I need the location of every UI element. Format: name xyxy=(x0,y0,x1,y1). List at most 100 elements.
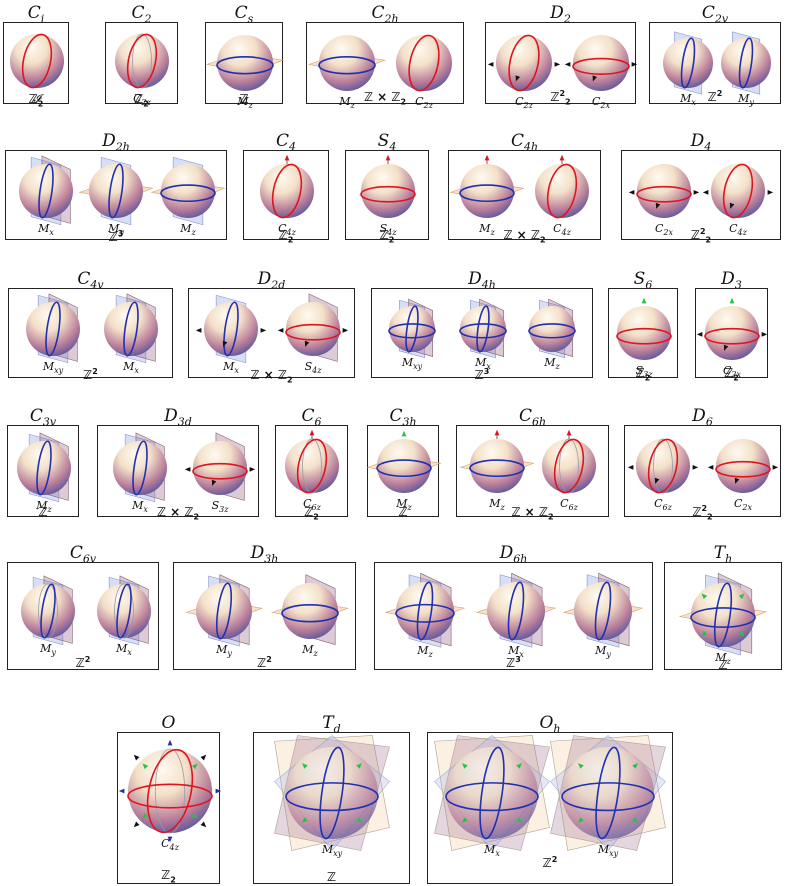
sphere xyxy=(193,441,247,495)
operation-label: C4z xyxy=(161,837,179,853)
operation-label: Mz xyxy=(479,222,495,238)
blue-great-circle xyxy=(561,782,655,812)
operation-label: C6z xyxy=(560,497,578,513)
sphere-diagram xyxy=(434,735,550,851)
sphere-diagram xyxy=(528,298,576,359)
grey-meridian xyxy=(38,583,58,639)
rotation-arrow-icon xyxy=(260,327,267,333)
classification-label: ℤ × ℤ2 xyxy=(250,368,293,385)
rotation-arrow-icon xyxy=(564,61,571,67)
group-title: S6 xyxy=(633,269,653,292)
blue-great-circle xyxy=(285,782,379,812)
sphere-diagram xyxy=(396,34,452,92)
sphere-diagram xyxy=(285,429,339,494)
blue-great-circle xyxy=(395,603,455,623)
operation-label: C4z xyxy=(729,222,747,238)
sphere-diagram xyxy=(663,31,713,95)
sphere-diagram xyxy=(627,438,699,494)
blue-meridian xyxy=(405,305,419,353)
rotation-arrow-icon xyxy=(693,189,700,195)
sphere-diagram xyxy=(360,154,416,218)
sphere xyxy=(10,34,64,88)
rotation-arrow-icon xyxy=(701,593,708,600)
sphere-diagram xyxy=(113,432,167,503)
operation-label: Mx xyxy=(223,360,239,376)
sphere xyxy=(711,164,765,218)
operation-label: C2z xyxy=(415,95,433,111)
blue-great-circle xyxy=(376,459,432,478)
rotation-arrow-icon xyxy=(342,327,349,333)
sphere xyxy=(721,38,771,88)
operation-label: C2z xyxy=(133,92,151,108)
rotation-arrow-icon xyxy=(559,154,565,161)
sphere xyxy=(17,441,71,495)
rotation-arrow-icon xyxy=(401,430,407,437)
operation-label: My xyxy=(595,644,611,660)
rotation-arrow-icon xyxy=(566,429,572,436)
blue-great-circle xyxy=(459,184,515,203)
operation-label: Mx xyxy=(484,843,500,859)
operation-label: C2x xyxy=(722,364,742,380)
rotation-arrow-icon xyxy=(628,189,635,195)
rotation-arrow-icon xyxy=(701,630,708,637)
rotation-arrow-icon xyxy=(133,821,140,828)
rotation-arrow-icon xyxy=(133,754,140,761)
sphere-diagram xyxy=(459,429,535,493)
rotation-arrow-icon xyxy=(200,754,207,761)
classification-label: ℤ2 xyxy=(75,655,91,670)
blue-meridian xyxy=(116,583,132,639)
sphere xyxy=(636,439,690,493)
sphere-diagram xyxy=(260,154,314,219)
sphere xyxy=(535,164,589,218)
classification-label: ℤ2 xyxy=(134,92,149,109)
sphere xyxy=(97,584,151,638)
rotation-arrow-icon xyxy=(654,477,660,484)
operation-label: Mx xyxy=(508,644,524,660)
sphere xyxy=(286,747,378,839)
classification-label: ℤ3 xyxy=(108,229,124,244)
rotation-arrow-icon xyxy=(592,75,598,82)
operation-label: Mz xyxy=(180,222,196,238)
sphere xyxy=(286,302,340,356)
rotation-arrow-icon xyxy=(729,297,735,304)
operation-label: Mz xyxy=(339,95,355,111)
sphere xyxy=(529,306,575,352)
group-title: C6v xyxy=(69,543,97,566)
sphere xyxy=(282,583,338,639)
sphere xyxy=(446,747,538,839)
operation-label: Mz xyxy=(396,497,412,513)
operation-label: Mz xyxy=(36,499,52,515)
blue-meridian xyxy=(215,582,233,640)
red-great-circle xyxy=(572,57,630,75)
blue-meridian xyxy=(507,581,525,641)
group-title: D4 xyxy=(690,131,712,154)
operation-label: Mxy xyxy=(597,843,619,859)
sphere-diagram xyxy=(274,735,390,851)
blue-great-circle xyxy=(528,323,576,339)
group-title: Ci xyxy=(27,3,45,26)
classification-label: ℤ2 xyxy=(257,655,272,670)
rotation-arrow-icon xyxy=(167,739,173,746)
sphere xyxy=(617,306,671,360)
blue-meridian xyxy=(594,581,612,641)
sphere xyxy=(663,38,713,88)
red-great-circle xyxy=(285,323,341,341)
rotation-arrow-icon xyxy=(356,817,362,823)
operation-label: Mxy xyxy=(401,356,423,372)
operation-label: Mz xyxy=(237,95,253,111)
group-title: D3 xyxy=(721,269,742,292)
